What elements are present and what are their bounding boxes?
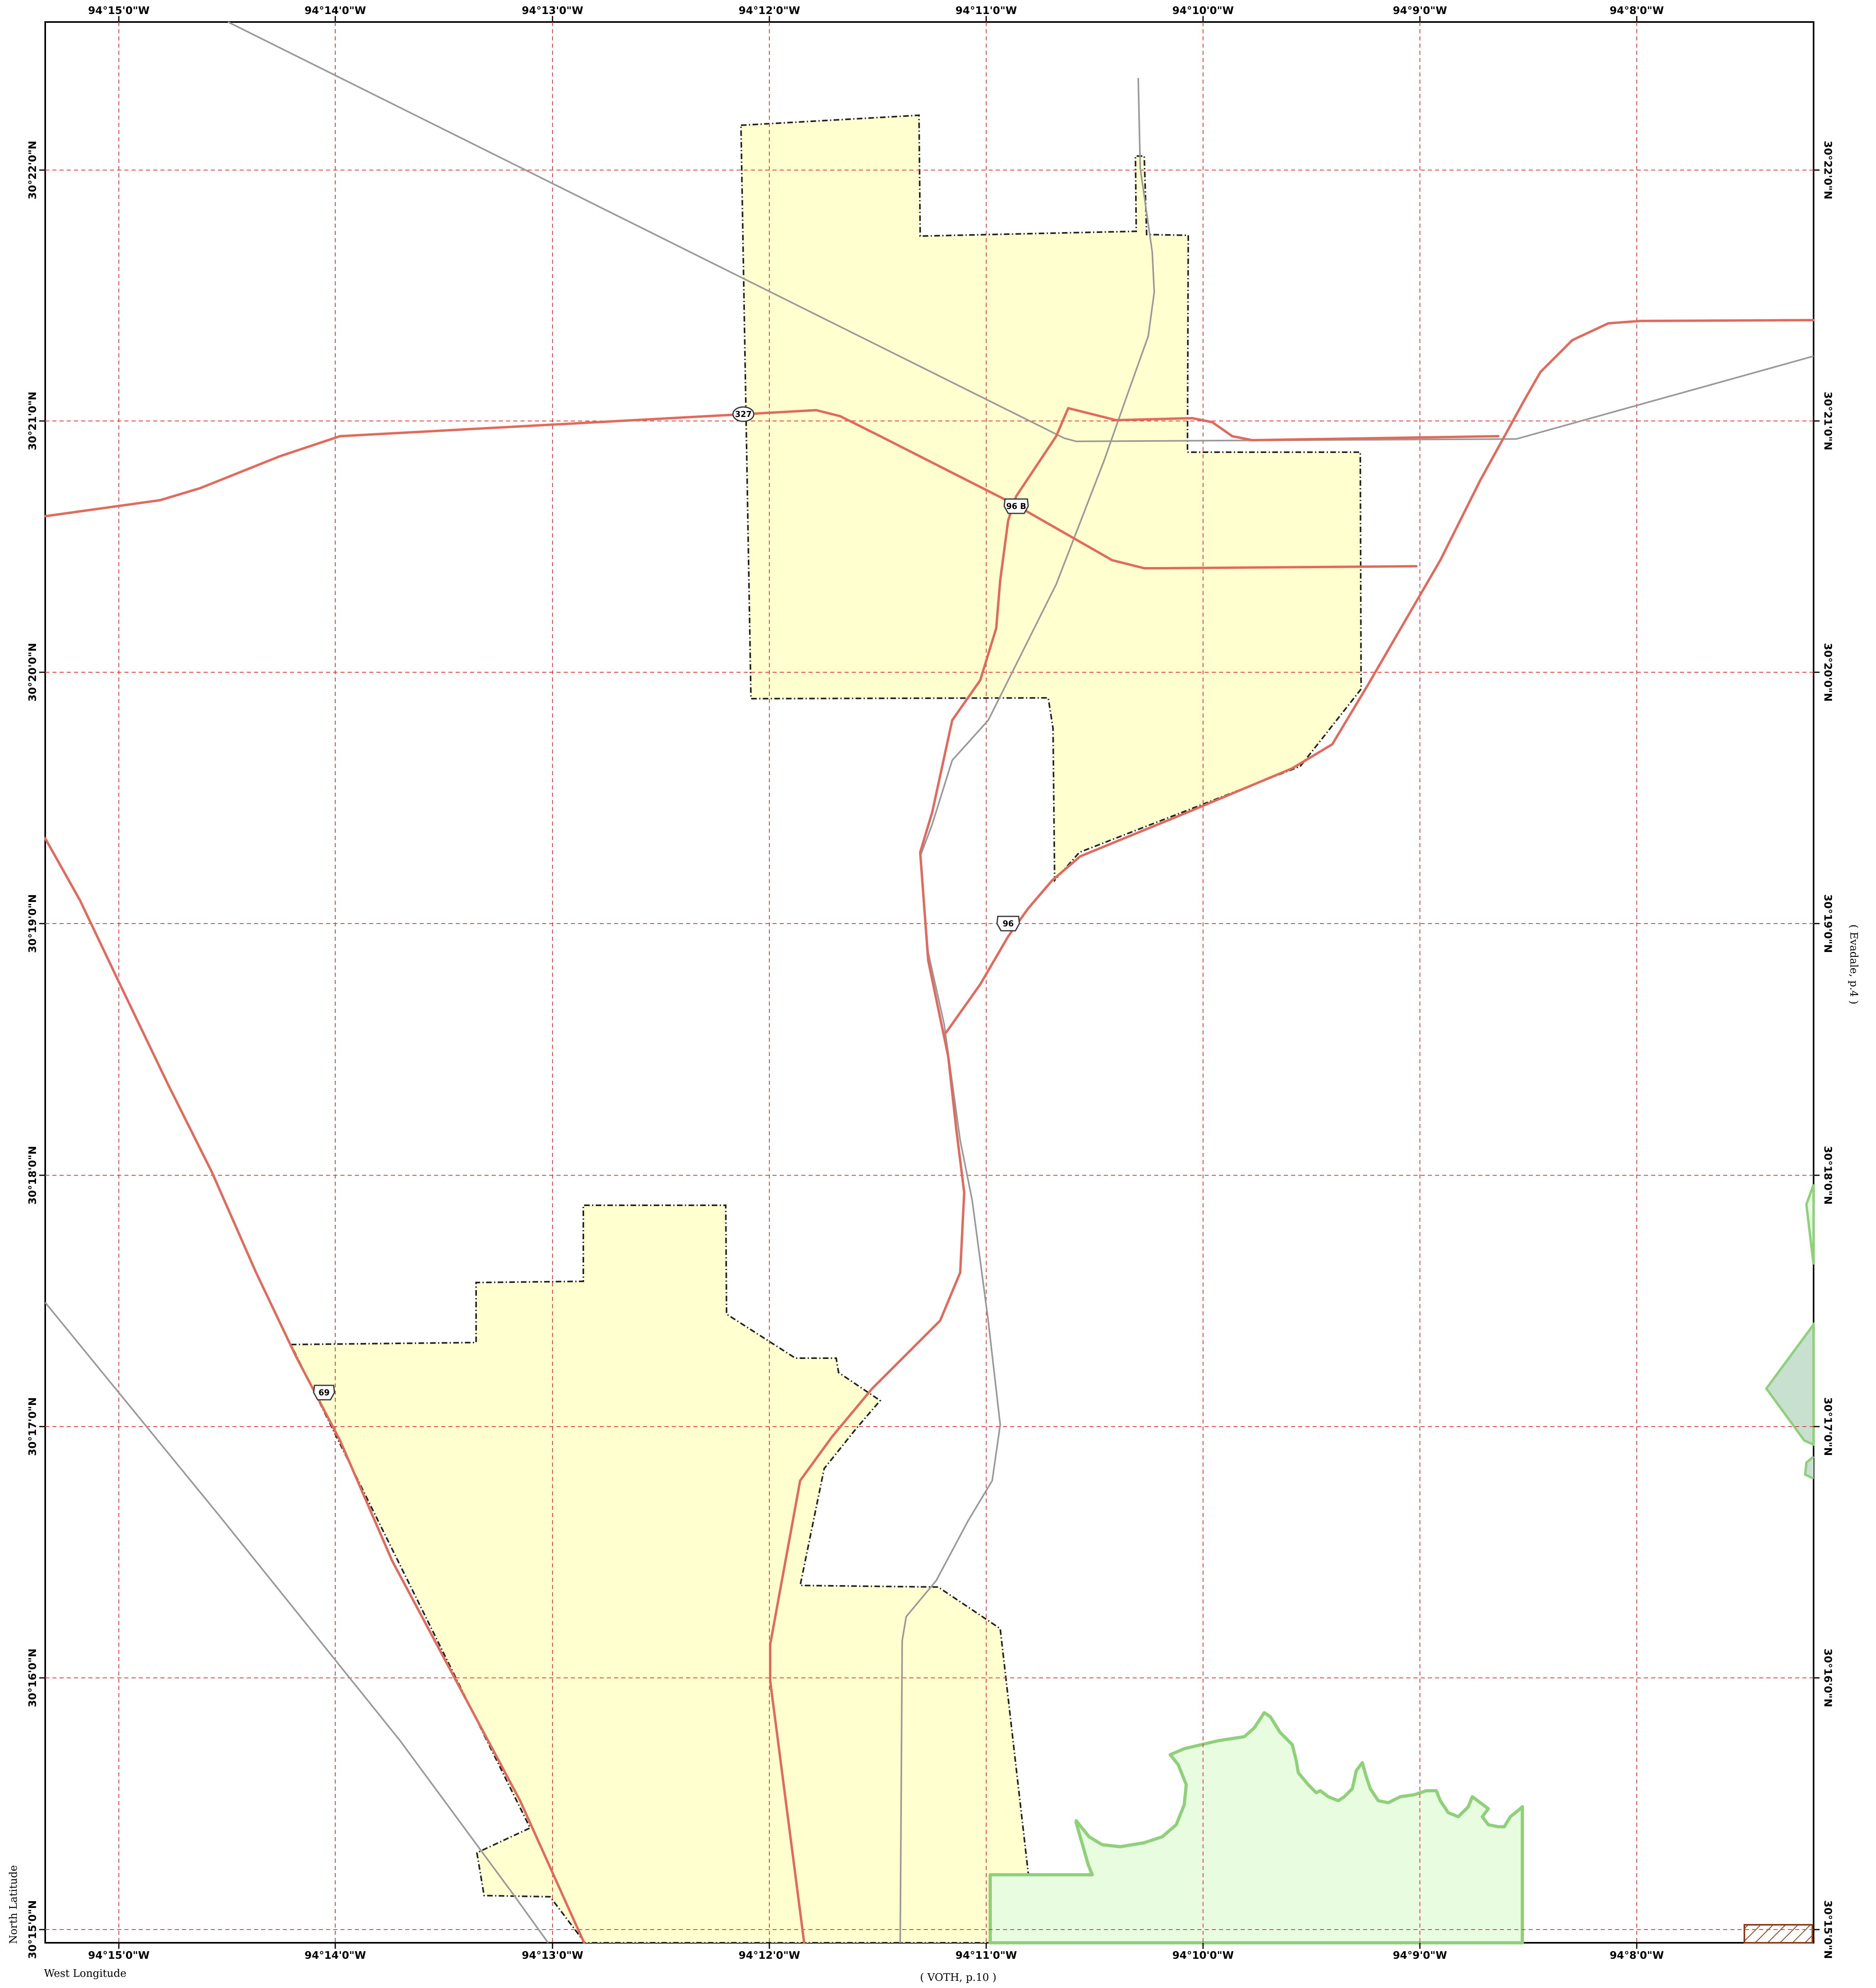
left-label: 30°22'0"N [27, 141, 39, 200]
hatched-area [1744, 1924, 1813, 1944]
adjacent-sheet-right[interactable]: ( Evadale, p.4 ) [1848, 924, 1860, 1004]
park-area [989, 1711, 1524, 1944]
bottom-longitude-labels: 94°15'0"W 94°14'0"W 94°13'0"W 94°12'0"W … [88, 1950, 1664, 1962]
shield-96b: 96 B [1003, 498, 1029, 514]
bottom-label: 94°13'0"W [522, 1950, 583, 1962]
top-label: 94°14'0"W [304, 5, 366, 17]
road-96b-south [769, 407, 1069, 1944]
city-area-south [289, 1204, 1037, 1944]
left-label: 30°18'0"N [27, 1146, 39, 1205]
bottom-label: 94°10'0"W [1172, 1950, 1234, 1962]
left-latitude-labels: 30°22'0"N 30°21'0"N 30°20'0"N 30°19'0"N … [27, 141, 39, 1959]
svg-text:96 B: 96 B [1006, 501, 1026, 511]
top-label: 94°15'0"W [88, 5, 150, 17]
left-label: 30°15'0"N [27, 1900, 39, 1959]
right-label: 30°22'0"N [1822, 141, 1834, 200]
top-longitude-labels: 94°15'0"W 94°14'0"W 94°13'0"W 94°12'0"W … [88, 5, 1664, 17]
top-label: 94°12'0"W [739, 5, 800, 17]
bottom-label: 94°9'0"W [1393, 1950, 1447, 1962]
adjacent-sheet-bottom[interactable]: ( VOTH, p.10 ) [920, 1972, 997, 1984]
right-label: 30°21'0"N [1822, 392, 1834, 451]
bottom-label: 94°14'0"W [304, 1950, 366, 1962]
shield-69: 69 [313, 1385, 335, 1401]
right-label: 30°20'0"N [1822, 643, 1834, 702]
bottom-label: 94°8'0"W [1610, 1950, 1664, 1962]
right-label: 30°17'0"N [1822, 1397, 1834, 1456]
left-label: 30°20'0"N [27, 643, 39, 702]
road-327 [44, 409, 1418, 569]
north-latitude-caption: North Latitude [8, 1865, 20, 1944]
svg-text:69: 69 [318, 1388, 330, 1397]
right-label: 30°18'0"N [1822, 1146, 1834, 1205]
right-label: 30°19'0"N [1822, 894, 1834, 953]
graticule [45, 22, 1814, 1943]
road-96 [945, 319, 1815, 1034]
top-label: 94°9'0"W [1393, 5, 1447, 17]
road-96b [1067, 407, 1500, 441]
shield-96: 96 [996, 916, 1020, 932]
left-label: 30°16'0"N [27, 1649, 39, 1707]
bottom-label: 94°15'0"W [88, 1950, 150, 1962]
bottom-label: 94°12'0"W [739, 1950, 800, 1962]
right-latitude-labels: 30°22'0"N 30°21'0"N 30°20'0"N 30°19'0"N … [1822, 141, 1834, 1959]
svg-text:96: 96 [1003, 919, 1014, 928]
bottom-label: 94°11'0"W [955, 1950, 1017, 1962]
roads [44, 319, 1815, 1944]
svg-text:327: 327 [735, 409, 752, 419]
route-shields: 327 96 B 96 69 [313, 406, 1029, 1401]
shield-327: 327 [732, 406, 755, 422]
right-label: 30°15'0"N [1822, 1900, 1834, 1959]
top-label: 94°10'0"W [1172, 5, 1234, 17]
right-label: 30°16'0"N [1822, 1649, 1834, 1707]
city-area-north [740, 114, 1362, 883]
wetland-area [1765, 1184, 1815, 1480]
top-label: 94°8'0"W [1610, 5, 1664, 17]
top-label: 94°13'0"W [522, 5, 583, 17]
left-label: 30°21'0"N [27, 392, 39, 451]
left-label: 30°17'0"N [27, 1397, 39, 1456]
west-longitude-caption: West Longitude [44, 1968, 126, 1980]
city-limits [289, 114, 1362, 1944]
road-69 [44, 837, 585, 1944]
frame-ticks [39, 16, 1820, 1949]
left-label: 30°19'0"N [27, 894, 39, 953]
top-label: 94°11'0"W [955, 5, 1017, 17]
